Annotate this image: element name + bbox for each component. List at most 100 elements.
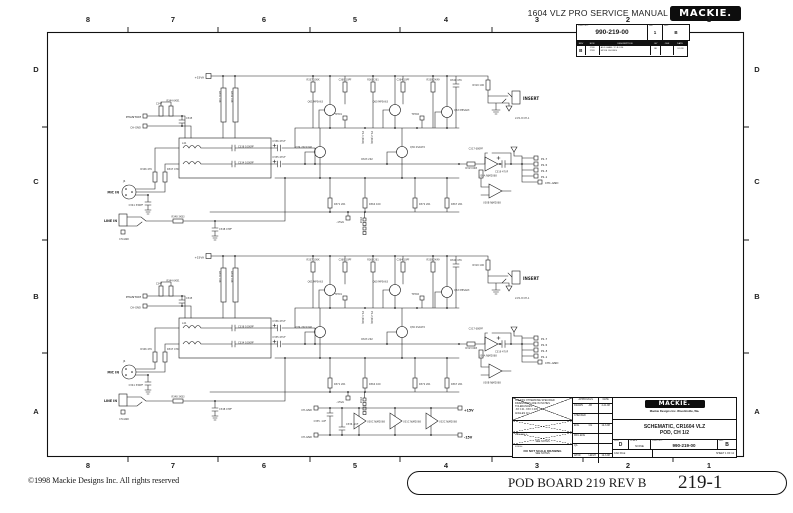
zone-col-top: 5 (352, 15, 358, 24)
finish-cell: FINISH: SEE NOTES (513, 433, 573, 455)
dwg-label: DWG. NO. (652, 440, 663, 442)
zone-col-bottom: 8 (85, 461, 91, 470)
col-header: DATE (677, 43, 683, 45)
scale-label: SCALE (630, 440, 638, 442)
opamp-symbol (425, 412, 439, 430)
rev-cell: REV B (663, 25, 689, 40)
drawing-number-box: DWG. NO. 990-219-00 SHT 1 REV B (576, 24, 690, 41)
finish-label: FINISH: (515, 446, 523, 448)
col-header: BY (654, 43, 658, 45)
rev-value-tb: B (725, 442, 729, 448)
manual-title: 1604 VLZ PRO SERVICE MANUAL (527, 8, 668, 18)
approval-initials: LEIGH (589, 454, 600, 463)
approvals-column: APPROVALS DATE DRAWN AB 4-21-98 CHECKED … (573, 398, 613, 463)
tolerance-line: .XX ±.01 .XXX ±.005 (515, 408, 538, 412)
rev-desc-2: MOVE CHOKES (600, 49, 618, 52)
opamp-symbol (389, 412, 403, 430)
zone-col-bottom: 6 (261, 461, 267, 470)
zone-row-left: A (33, 407, 39, 416)
company-line: Mackie Designs Inc. Woodinville, Wa. (649, 408, 700, 413)
scale-cell: SCALE NONE (629, 440, 651, 450)
zone-row-right: A (754, 407, 760, 416)
size-value: D (618, 442, 623, 448)
approval-role: APVD (574, 454, 581, 457)
company-cell: MACKIE. Mackie Designs Inc. Woodinville,… (613, 398, 736, 420)
zone-col-top: 2 (625, 15, 631, 24)
zone-row-right: D (754, 65, 760, 74)
approval-initials: AB (589, 404, 600, 413)
zone-col-top: 7 (170, 15, 176, 24)
zone-col-top: 3 (534, 15, 540, 24)
title-block: UNLESS OTHERWISE SPECIFIED DIMENSIONS AR… (512, 397, 737, 463)
part-label: C335 .1UF (314, 420, 327, 423)
channel-2-schematic (103, 253, 559, 422)
zone-col-top: 4 (443, 15, 449, 24)
scale-value: NONE (635, 443, 644, 448)
part-label: U31C NJM2068 (403, 421, 421, 424)
rev-label: REV (664, 25, 669, 27)
power-supply-block: CH-GND CH-GND +15V -15V C335 .1UF C336 .… (301, 405, 474, 440)
approval-date (599, 414, 612, 423)
materials-cell: MATERIALS: SEE NOTES (513, 421, 573, 443)
zone-row-right: C (754, 177, 760, 186)
approval-role: CHECKED (574, 414, 586, 417)
rev-date: 3-3-99 (677, 48, 684, 50)
rev-desc-1: ADD LABEL TO B.O.M. (600, 47, 624, 49)
board-label: POD BOARD 219 REV B (508, 475, 647, 490)
sheet-cell: SHT 1 (648, 25, 663, 40)
zone-col-bottom: 3 (534, 461, 540, 470)
rev-label-tb: REV (719, 440, 724, 442)
drawing-title-cell: SCHEMATIC, CR1604 VLZ POD, CH 1/2 (613, 420, 736, 440)
rail-label: +15V (464, 409, 474, 413)
zone-col-top: 6 (261, 15, 267, 24)
sht-value: 1 (653, 30, 657, 35)
page-code: 219-1 (678, 472, 723, 493)
approval-role: QA (574, 444, 578, 447)
ecn-2: 2789 (589, 49, 595, 52)
tolerance-line: DIMENSIONS ARE IN INCHES (515, 402, 550, 406)
mackie-logo: MACKIE. (670, 6, 741, 21)
approval-date (599, 434, 612, 443)
approval-initials (589, 434, 600, 443)
approval-initials: CG (589, 424, 600, 433)
board-label-stadium: POD BOARD 219 REV B 219-1 (407, 471, 787, 495)
zone-col-bottom: 7 (170, 461, 176, 470)
col-header: DESCRIPTION (617, 43, 633, 45)
dwg-number-cell: DWG. NO. 990-219-00 (577, 25, 648, 40)
zone-row-right: B (754, 292, 760, 301)
sheet-row: CAD FILE SHEET 1 OF 12 (613, 450, 736, 457)
revision-row: B 2788 2789 ADD LABEL TO B.O.M. MOVE CHO… (577, 46, 687, 55)
mackie-logo-small: MACKIE. (644, 399, 705, 408)
zone-col-top: 8 (85, 15, 91, 24)
rev-value: B (674, 30, 678, 35)
approval-role: MFG ENG (574, 434, 586, 437)
approval-role: ENG (574, 424, 580, 427)
chgnd-label: CH-GND (301, 435, 312, 439)
ecn-1: 2788 (589, 47, 595, 49)
dwg-no-value: 990-219-00 (595, 29, 629, 36)
sheet-number: SHEET 1 OF 12 (715, 452, 734, 455)
zone-col-bottom: 1 (706, 461, 712, 470)
size-cell: SIZE D (613, 440, 629, 450)
rev-chk (661, 46, 674, 55)
approval-initials (589, 414, 600, 423)
dwg-cell: DWG. NO. 990-219-00 (651, 440, 718, 450)
size-scale-row: SIZE D SCALE NONE DWG. NO. 990-219-00 RE… (613, 440, 736, 450)
date-header: DATE (602, 398, 609, 401)
rev-letter: B (577, 46, 586, 55)
approval-role: DRAWN (574, 404, 583, 407)
zone-col-bottom: 2 (625, 461, 631, 470)
approval-date: 12-3-98 (601, 454, 610, 457)
size-label: SIZE (614, 440, 619, 442)
zone-row-left: D (33, 65, 39, 74)
approval-date: 4-21-98 (601, 404, 610, 407)
part-label: C336 .1UF (346, 423, 359, 426)
sht-label: SHT (649, 25, 654, 27)
rev-by: BK (651, 46, 662, 55)
approval-date: 12-3-98 (601, 424, 610, 427)
chgnd-label: CH-GND (301, 408, 312, 412)
zone-col-bottom: 5 (352, 461, 358, 470)
dwg-value: 990-219-00 (672, 442, 696, 448)
